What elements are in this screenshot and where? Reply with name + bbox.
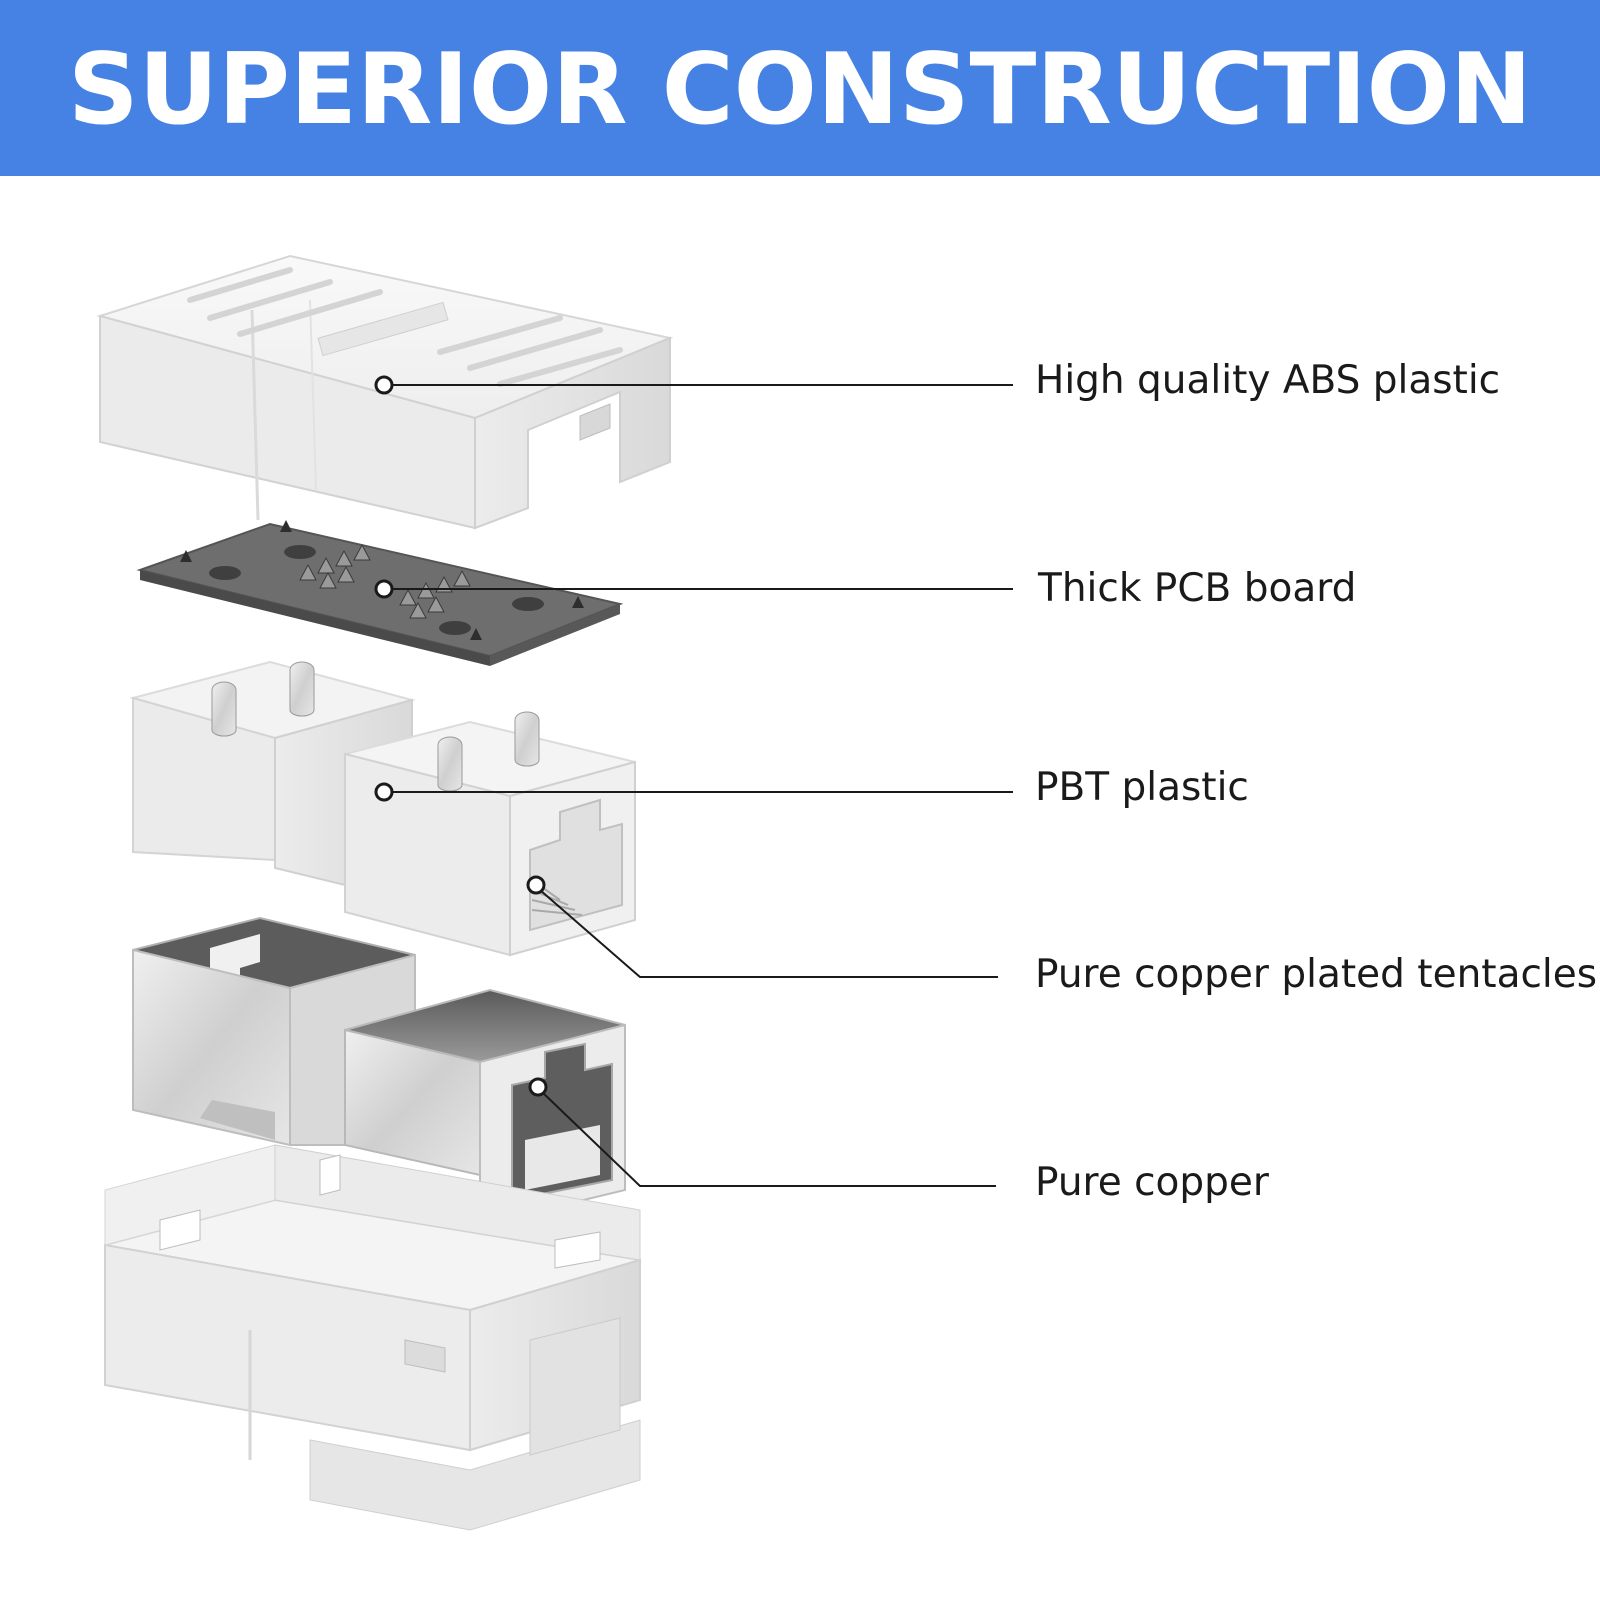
- callout-copper-tentacles: Pure copper plated tentacles: [1035, 952, 1598, 997]
- copper-shield-part: [132, 916, 626, 1227]
- bottom-housing-part: [104, 1144, 641, 1531]
- leader-abs-plastic: [374, 375, 1013, 395]
- header-banner: SUPERIOR CONSTRUCTION: [0, 0, 1600, 176]
- alignment-pins: [211, 661, 540, 792]
- callout-pure-copper: Pure copper: [1035, 1160, 1269, 1205]
- page-title: SUPERIOR CONSTRUCTION: [67, 33, 1533, 147]
- leader-pbt-plastic: [374, 782, 1013, 802]
- leader-pcb-board: [374, 579, 1013, 599]
- callout-pbt-plastic: PBT plastic: [1035, 765, 1249, 810]
- leader-pure-copper: [528, 1077, 996, 1187]
- callout-pcb-board: Thick PCB board: [1038, 566, 1357, 611]
- leader-copper-tentacles: [526, 875, 998, 978]
- callout-leaders: [374, 375, 1013, 1187]
- pbt-block-part: [129, 660, 636, 957]
- callout-abs-plastic: High quality ABS plastic: [1035, 358, 1501, 403]
